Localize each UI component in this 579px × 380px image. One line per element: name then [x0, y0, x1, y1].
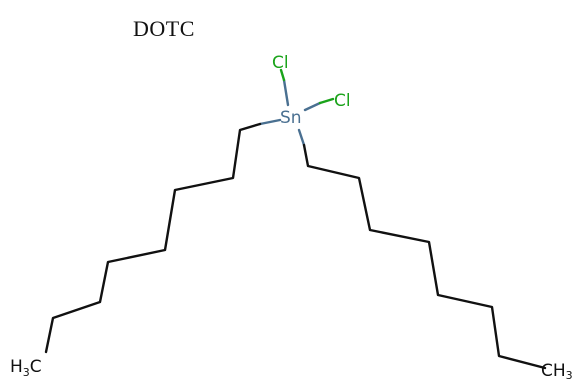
bond-sn-cl-right-green [318, 97, 335, 105]
molecule-title: DOTC [133, 16, 195, 41]
bond-sn-c-right [297, 128, 306, 147]
tin-atom-label: Sn [280, 108, 302, 128]
methyl-right-sub: 3 [566, 369, 573, 380]
methyl-label-left: H3C [10, 357, 42, 379]
chlorine-atom-label-right: Cl [334, 91, 351, 111]
bond-sn-cl-upper-green [279, 68, 286, 82]
chlorine-atom-label-upper: Cl [272, 53, 289, 73]
bond-sn-cl-right [303, 101, 322, 112]
octyl-chain-right [302, 143, 547, 370]
bond-sn-cl-upper [282, 78, 290, 107]
methyl-label-right: CH3 [541, 361, 573, 380]
methyl-left-c: C [30, 357, 42, 377]
methyl-left-sub: 3 [23, 366, 30, 379]
octyl-chain-left [44, 122, 262, 354]
bond-sn-c-left [258, 118, 282, 126]
methyl-right-ch: CH [541, 361, 566, 380]
methyl-left-h: H [10, 357, 23, 377]
